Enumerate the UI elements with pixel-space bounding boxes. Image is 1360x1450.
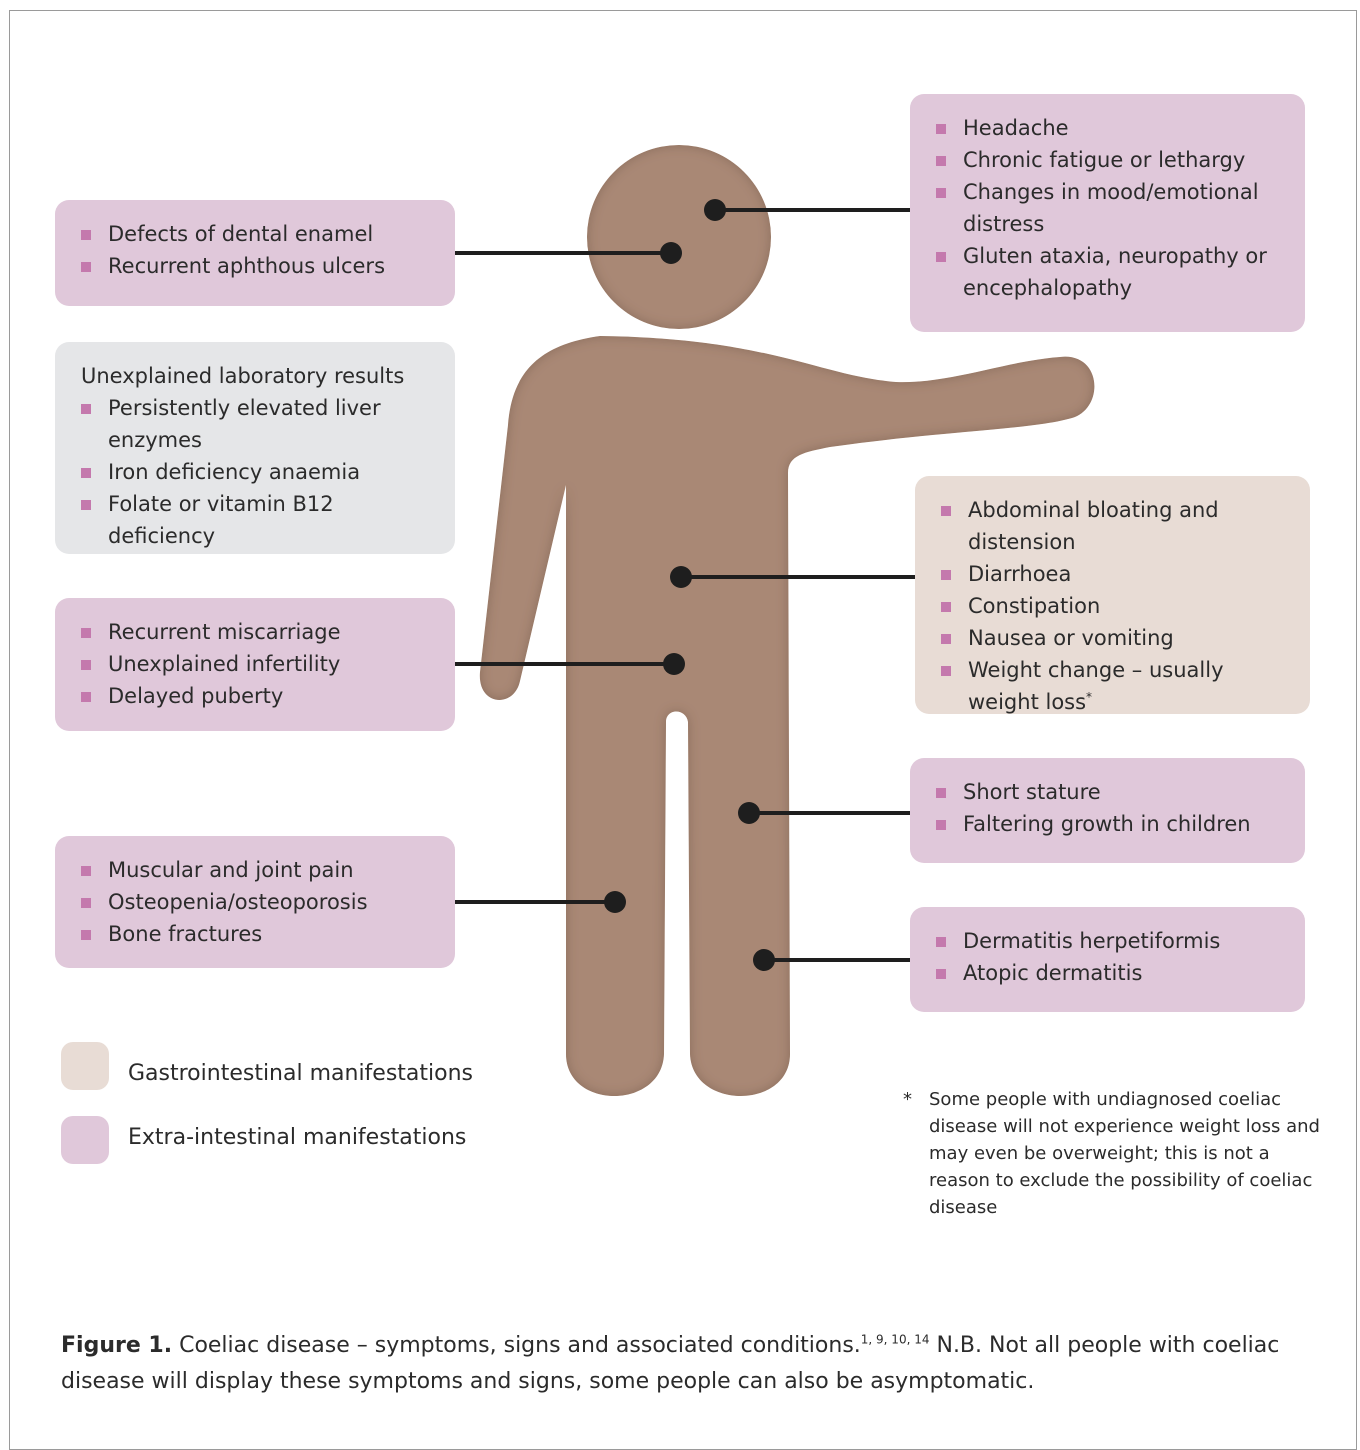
list-item: Recurrent aphthous ulcers (81, 250, 437, 282)
list-item: Chronic fatigue or lethargy (936, 144, 1287, 176)
list-item: Nausea or vomiting (941, 622, 1292, 654)
list-item: Abdominal bloating and distension (941, 494, 1292, 558)
list-item: Short stature (936, 776, 1287, 808)
figure-head (587, 145, 771, 329)
connector-dot-growth (738, 802, 760, 824)
list-item: Dermatitis herpetiformis (936, 925, 1287, 957)
caption-note: N.B. Not all people with coeliac disease… (61, 1333, 1280, 1394)
list-item: Iron deficiency anaemia (81, 456, 437, 488)
box-reproductive: Recurrent miscarriage Unexplained infert… (55, 598, 455, 731)
legend-swatch-extra (61, 1116, 109, 1164)
list-item: Unexplained infertility (81, 648, 437, 680)
box-mouth: Defects of dental enamel Recurrent aphth… (55, 200, 455, 306)
figure-caption: Figure 1. Coeliac disease – symptoms, si… (61, 1328, 1323, 1400)
footnote-text: Some people with undiagnosed coeliac dis… (929, 1089, 1320, 1218)
list-item: Faltering growth in children (936, 808, 1287, 840)
list-item: Atopic dermatitis (936, 957, 1287, 989)
connector-dot-skin (753, 949, 775, 971)
list-item: Headache (936, 112, 1287, 144)
box-growth: Short stature Faltering growth in childr… (910, 758, 1305, 863)
list-item: Persistently elevated liver enzymes (81, 392, 437, 456)
footnote-mark: * (1086, 690, 1093, 704)
list-item: Defects of dental enamel (81, 218, 437, 250)
caption-label: Figure 1. (61, 1333, 173, 1358)
box-gastrointestinal: Abdominal bloating and distension Diarrh… (915, 476, 1310, 714)
connector-dot-neuro (704, 199, 726, 221)
list-item: Muscular and joint pain (81, 854, 437, 886)
footnote: * Some people with undiagnosed coeliac d… (903, 1086, 1323, 1221)
connector-dot-reproductive (663, 653, 685, 675)
list-item: Constipation (941, 590, 1292, 622)
caption-text: Coeliac disease – symptoms, signs and as… (179, 1333, 861, 1358)
legend-swatch-gastro (61, 1042, 109, 1090)
list-item: Recurrent miscarriage (81, 616, 437, 648)
list-item-weight: Weight change – usually weight loss* (941, 654, 1292, 718)
list-item: Gluten ataxia, neuropathy or encephalopa… (936, 240, 1287, 304)
connector-dot-mouth (660, 242, 682, 264)
list-item: Bone fractures (81, 918, 437, 950)
legend-label-gastro: Gastrointestinal manifestations (128, 1061, 474, 1086)
legend-label-extra: Extra-intestinal manifestations (128, 1125, 467, 1150)
list-item: Osteopenia/osteoporosis (81, 886, 437, 918)
box-skin: Dermatitis herpetiformis Atopic dermatit… (910, 907, 1305, 1012)
footnote-star: * (903, 1089, 912, 1110)
box-musculoskeletal: Muscular and joint pain Osteopenia/osteo… (55, 836, 455, 968)
connector-dot-gastro (670, 566, 692, 588)
list-item: Delayed puberty (81, 680, 437, 712)
weight-change-text: Weight change – usually weight loss (968, 658, 1224, 714)
figure-torso-arm (479, 336, 1095, 1096)
box-neurological: Headache Chronic fatigue or lethargy Cha… (910, 94, 1305, 332)
list-item: Changes in mood/emotional distress (936, 176, 1287, 240)
lab-heading: Unexplained laboratory results (81, 364, 405, 388)
connector-dot-musculoskeletal (604, 891, 626, 913)
list-item: Diarrhoea (941, 558, 1292, 590)
box-laboratory: Unexplained laboratory results Persisten… (55, 342, 455, 554)
caption-refs: 1, 9, 10, 14 (860, 1332, 930, 1347)
list-item: Folate or vitamin B12 deficiency (81, 488, 437, 552)
